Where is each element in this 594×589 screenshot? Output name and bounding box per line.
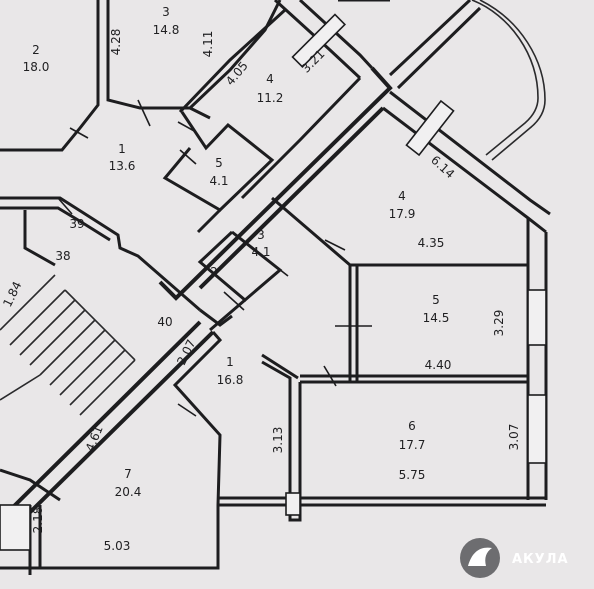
svg-text:17.9: 17.9 xyxy=(389,207,416,221)
dim-4-40: 4.40 xyxy=(425,358,452,372)
svg-text:14.8: 14.8 xyxy=(153,23,180,37)
svg-text:16.8: 16.8 xyxy=(217,373,244,387)
room-3-upper: 3 14.8 xyxy=(153,5,180,37)
interior-partitions xyxy=(197,196,528,522)
dim-40: 40 xyxy=(157,315,172,329)
svg-text:5: 5 xyxy=(432,293,440,307)
room-3-main: 3 4.1 xyxy=(251,228,270,259)
dimension-ticks xyxy=(57,99,372,417)
svg-text:1: 1 xyxy=(226,355,234,369)
room-2-upper: 2 18.0 xyxy=(23,43,50,74)
room-6-main: 6 17.7 xyxy=(399,419,426,452)
svg-text:13.6: 13.6 xyxy=(109,159,136,173)
dim-3-07: 3.07 xyxy=(507,424,521,451)
room-4-upper: 4 11.2 xyxy=(257,72,284,105)
dim-4-28: 4.28 xyxy=(109,29,123,56)
svg-text:11.2: 11.2 xyxy=(257,91,284,105)
room-5-upper: 5 4.1 xyxy=(209,156,228,188)
room-1-upper: 1 13.6 xyxy=(109,142,136,173)
svg-text:3: 3 xyxy=(162,5,170,19)
dim-3-29: 3.29 xyxy=(492,310,506,337)
svg-text:4.1: 4.1 xyxy=(209,174,228,188)
dim-5-03: 5.03 xyxy=(104,539,131,553)
room-5-main: 5 14.5 xyxy=(423,293,450,325)
room-4-main: 4 17.9 xyxy=(389,189,416,221)
svg-text:4: 4 xyxy=(266,72,274,86)
logo-text: АКУЛА xyxy=(512,552,569,567)
dim-4-35: 4.35 xyxy=(418,236,445,250)
dim-4-11: 4.11 xyxy=(201,31,215,58)
windows xyxy=(0,13,547,551)
dim-2-18: 2.18 xyxy=(31,507,45,534)
svg-text:6: 6 xyxy=(408,419,416,433)
dim-38: 38 xyxy=(55,249,70,263)
room-1-main: 1 16.8 xyxy=(217,355,244,387)
svg-text:2: 2 xyxy=(32,43,40,57)
svg-text:3: 3 xyxy=(257,228,265,242)
staircase xyxy=(0,274,136,416)
room-labels: 2 18.0 3 14.8 4 11.2 1 13.6 5 4.1 4 17.9… xyxy=(23,5,450,499)
room-7-main: 7 20.4 xyxy=(115,467,142,499)
dim-39: 39 xyxy=(69,217,84,231)
dim-6-14: 6.14 xyxy=(428,153,457,181)
window-room5 xyxy=(527,289,547,346)
svg-text:14.5: 14.5 xyxy=(423,311,450,325)
window-room4 xyxy=(405,99,455,157)
svg-text:2: 2 xyxy=(210,265,218,279)
upper-apartment-walls xyxy=(0,0,390,234)
svg-text:4: 4 xyxy=(398,189,406,203)
dim-1-84: 1.84 xyxy=(0,279,24,309)
dim-5-75: 5.75 xyxy=(399,468,426,482)
room-2-main: 2 xyxy=(210,265,218,279)
svg-text:7: 7 xyxy=(124,467,132,481)
bay-window-walls xyxy=(388,0,546,161)
svg-text:5: 5 xyxy=(215,156,223,170)
akula-logo: АКУЛА xyxy=(460,538,569,578)
shark-fin-icon xyxy=(468,547,492,566)
svg-text:17.7: 17.7 xyxy=(399,438,426,452)
svg-text:18.0: 18.0 xyxy=(23,60,50,74)
svg-text:4.1: 4.1 xyxy=(251,245,270,259)
svg-text:1: 1 xyxy=(118,142,126,156)
window-hall xyxy=(285,492,301,516)
window-room7 xyxy=(0,504,31,551)
svg-text:20.4: 20.4 xyxy=(115,485,142,499)
window-room6 xyxy=(527,394,547,464)
dim-3-13: 3.13 xyxy=(271,427,285,454)
window-room4-upper xyxy=(291,13,347,69)
